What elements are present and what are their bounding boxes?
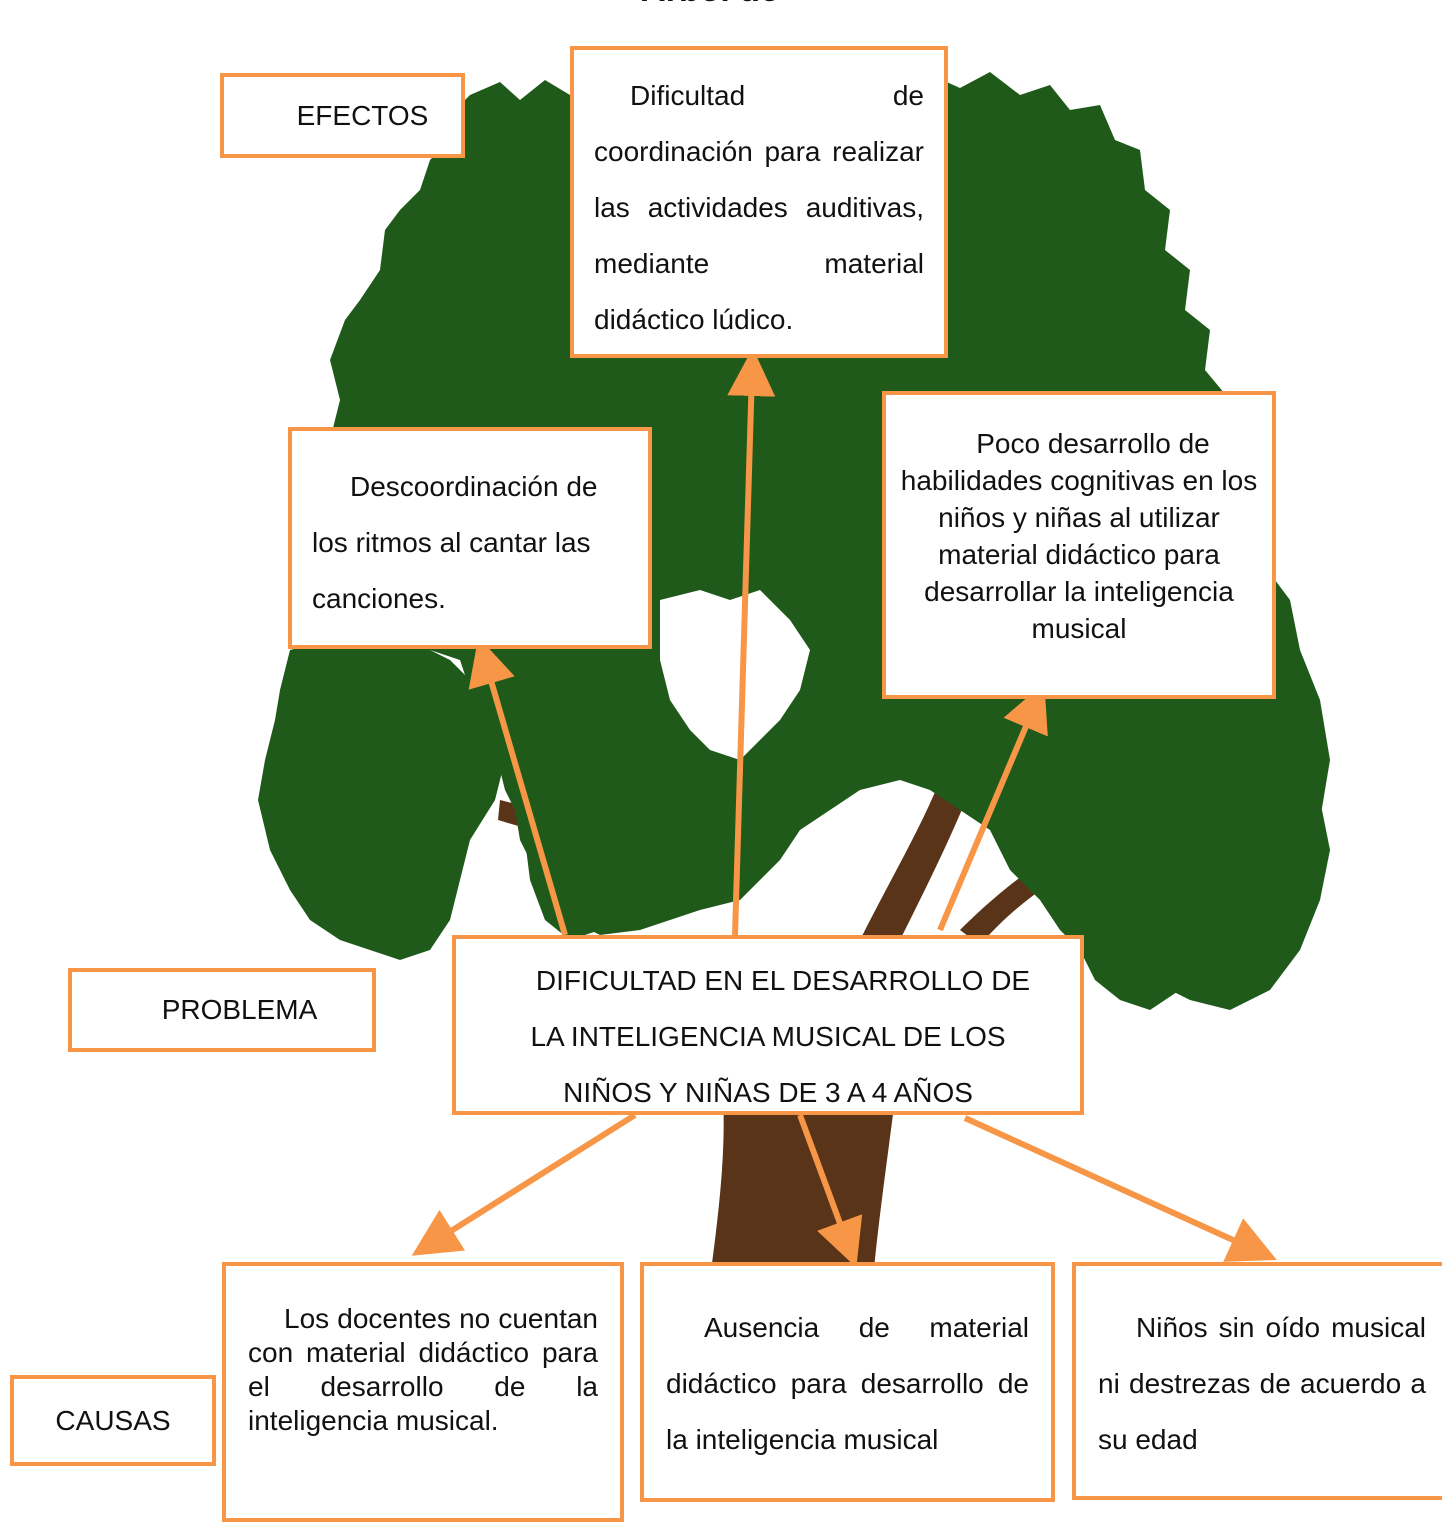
effect-box-left: Descoordinación de los ritmos al cantar … [288,427,652,649]
problem-box: DIFICULTAD EN EL DESARROLLO DE LA INTELI… [452,935,1084,1115]
cause-box-left: Los docentes no cuentan con material did… [222,1262,624,1522]
arrow-problem-to-cause-center [797,1113,863,1268]
arrow-problem-to-effect-left [468,636,568,936]
label-problema-text: PROBLEMA [161,994,318,1025]
page-title-text: Árbol de problemas [624,0,796,12]
effect-right-text: Poco desarrollo de habilidades cognitiva… [900,428,1258,644]
effect-box-center: Dificultad de coordinación para realizar… [570,46,948,358]
label-causas-text: CAUSAS [55,1404,171,1436]
tree-branch-right [860,780,970,950]
effect-left-text: Descoordinación de los ritmos al cantar … [312,471,598,614]
label-efectos: EFECTOS [220,73,465,158]
cause-left-text: Los docentes no cuentan con material did… [248,1303,598,1436]
tree-foliage-center-lobe [525,680,705,940]
cause-box-right: Niños sin oído musical ni destrezas de a… [1072,1262,1442,1500]
label-problema: PROBLEMA [68,968,376,1052]
problem-text: DIFICULTAD EN EL DESARROLLO DE LA INTELI… [530,965,1031,1108]
cause-right-text: Niños sin oído musical ni destrezas de a… [1098,1312,1426,1455]
arrow-problem-to-effect-center [727,348,776,936]
label-causas: CAUSAS [10,1375,216,1466]
page-title-fragment: Árbol de problemas [560,0,860,12]
tree-foliage-gap [660,590,810,760]
effect-center-text: Dificultad de coordinación para realizar… [594,80,924,335]
label-efectos-text: EFECTOS [296,99,429,131]
arrow-problem-to-cause-left [411,1112,637,1256]
tree-foliage-left-lobe [258,640,505,960]
cause-center-text: Ausencia de material didáctico para desa… [666,1312,1029,1455]
cause-box-center: Ausencia de material didáctico para desa… [640,1262,1055,1502]
tree-foliage-right-lobe [1075,740,1330,1010]
arrow-problem-to-effect-right [937,682,1048,932]
effect-box-right: Poco desarrollo de habilidades cognitiva… [882,391,1276,699]
arrow-problem-to-cause-right [963,1115,1277,1262]
